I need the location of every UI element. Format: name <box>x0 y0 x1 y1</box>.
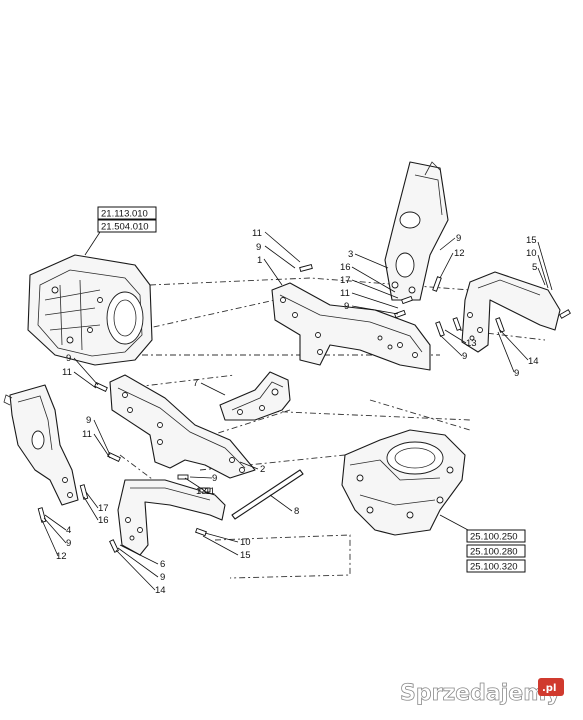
reference-label: 25.100.320 <box>470 562 518 573</box>
fasteners <box>37 263 571 553</box>
callout-9: 9 <box>462 351 467 362</box>
reference-box-group-bottom: 25.100.250 25.100.280 25.100.320 <box>439 514 526 573</box>
callout-11: 11 <box>62 367 72 378</box>
callout-1: 1 <box>257 255 262 266</box>
callout-14: 14 <box>528 356 539 367</box>
callout-7: 7 <box>193 378 198 389</box>
callout-9: 9 <box>256 242 261 253</box>
callout-9: 9 <box>514 368 519 379</box>
callout-9: 9 <box>160 572 165 583</box>
reference-label: 25.100.250 <box>470 532 518 543</box>
left-upright-bracket <box>3 384 79 506</box>
callout-11: 11 <box>82 429 92 440</box>
callout-16: 16 <box>340 262 351 273</box>
side-rail-upper <box>271 282 431 371</box>
callout-4: 4 <box>66 525 71 536</box>
callout-9: 9 <box>212 473 217 484</box>
callout-10: 10 <box>526 248 537 259</box>
watermark-text: Sprzedajemy <box>400 681 561 706</box>
callout-2: 2 <box>260 464 265 475</box>
callout-13: 13 <box>466 338 477 349</box>
watermark-suffix: .pl <box>542 683 556 694</box>
callout-6: 6 <box>160 559 165 570</box>
reference-label: 21.113.010 <box>101 209 148 220</box>
axle-support-casting <box>341 429 466 536</box>
callout-12: 12 <box>454 248 465 259</box>
callout-11: 11 <box>340 288 350 299</box>
callout-15: 15 <box>240 550 251 561</box>
callout-11: 11 <box>252 228 262 239</box>
callout-12: 12 <box>56 551 67 562</box>
callout-11: 11 <box>205 486 215 497</box>
transmission-housing <box>27 254 153 366</box>
watermark-logo: Sprzedajemy .pl <box>400 678 564 706</box>
reference-label: 21.504.010 <box>101 222 149 233</box>
front-support-upper <box>461 271 561 353</box>
callouts: 11 9 1 3 16 17 11 9 9 12 15 10 5 13 9 14… <box>41 228 553 596</box>
cradle-bracket <box>219 371 291 421</box>
callout-17: 17 <box>340 275 351 286</box>
callout-8: 8 <box>294 506 299 517</box>
reference-label: 25.100.280 <box>470 547 518 558</box>
callout-9: 9 <box>344 301 349 312</box>
callout-9: 9 <box>66 538 71 549</box>
callout-9: 9 <box>86 415 91 426</box>
callout-16: 16 <box>98 515 109 526</box>
callout-10: 10 <box>240 537 251 548</box>
callout-17: 17 <box>98 503 109 514</box>
upright-bracket <box>384 161 449 301</box>
callout-15: 15 <box>526 235 537 246</box>
callout-13: 13 <box>196 486 207 497</box>
callout-3: 3 <box>348 249 353 260</box>
callout-14: 14 <box>155 585 166 596</box>
callout-9: 9 <box>66 353 71 364</box>
reference-box-group-top: 21.113.010 21.504.010 <box>84 206 157 256</box>
side-rail-lower <box>109 374 256 479</box>
front-support-lower <box>117 479 226 556</box>
callout-9: 9 <box>456 233 461 244</box>
callout-5: 5 <box>532 262 537 273</box>
pin-rod <box>231 469 304 520</box>
